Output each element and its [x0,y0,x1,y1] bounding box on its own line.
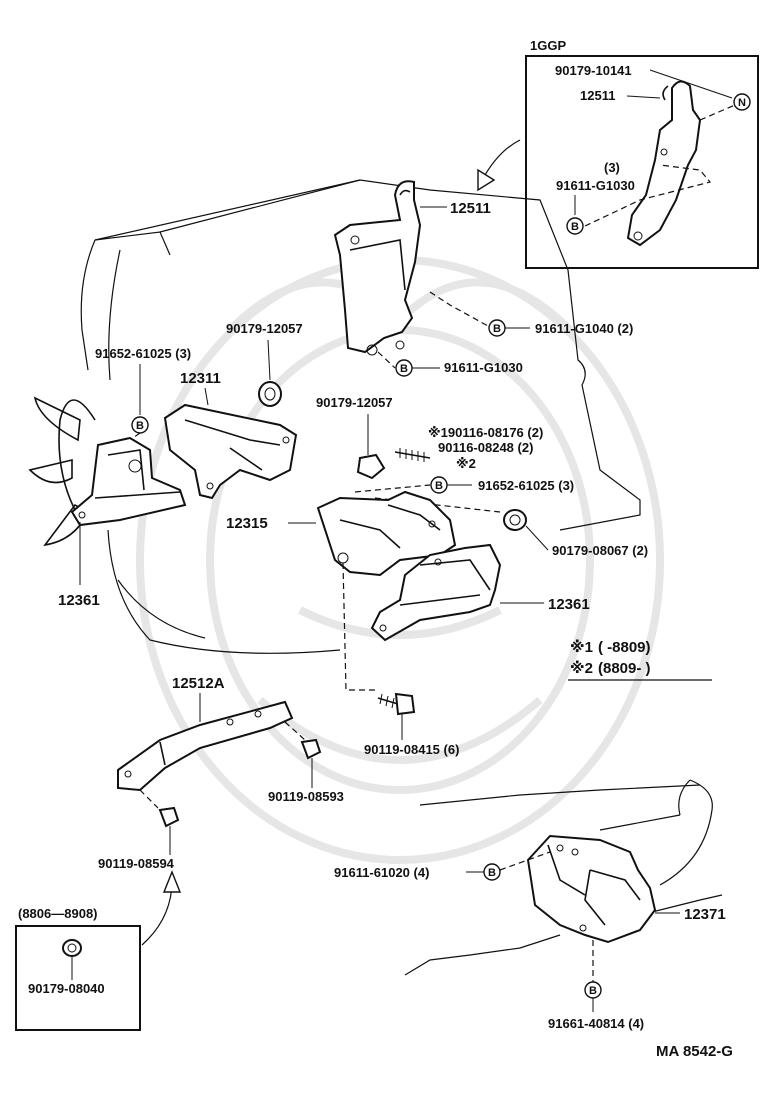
dash-to-bolt-08415 [342,562,378,691]
bolt-61025-left-group: 91652-61025 (3) B [95,346,191,453]
label-bracket-12315: 12315 [226,515,268,532]
label-bolt-08594: 90119-08594 [98,856,175,871]
date-range-frame [15,925,141,1031]
bolt-61020-group: 91611-61020 (4) B [334,851,551,881]
label-bolt-08593: 90119-08593 [268,789,344,804]
label-stud-08248: 90116-08248 (2) [438,440,533,455]
nut-12057-mid: 90179-12057 [316,395,393,480]
label-bolt-08415: 90119-08415 (6) [364,742,459,757]
label-bolt-40814: 91661-40814 (4) [548,1016,644,1031]
inset-bolt-qty: (3) [604,160,620,175]
inset-pointer-arrow [477,139,521,192]
label-insulator-left: 12361 [58,592,100,609]
svg-text:B: B [400,363,408,375]
bolt-08594: 90119-08594 [98,789,180,871]
marker-b-40814: B [584,981,602,999]
note-2-range: (8809- ) [598,660,651,677]
label-note-2: ※2 [456,456,476,471]
label-bolt-g1030: 91611-G1030 [444,360,523,375]
inset-bracket-label: 12511 [580,88,615,103]
svg-text:B: B [589,985,597,997]
label-bolt-61020: 91611-61020 (4) [334,865,429,880]
label-date-range: (8806—8908) [18,906,98,921]
nut-08067: 90179-08067 (2) [503,509,648,558]
engine-hanger-12511: 12511 B 91611-G1040 (2) B 91611-G1030 [333,180,633,377]
rear-mount-12371: 12371 [526,834,726,944]
bolt-61025-right-group: B 91652-61025 (3) [354,476,574,513]
bracket-12315: 12315 [226,490,457,577]
svg-text:B: B [488,867,496,879]
inset-title: 1GGP [530,38,566,53]
svg-text:B: B [435,480,443,492]
nut-12057-left: 90179-12057 [226,321,303,407]
inset-bolt-label: 90179-10141 [555,63,632,78]
notes-block: ※1 ( -8809) ※2 (8809- ) [568,638,712,681]
marker-b-61025-left: B [131,416,149,434]
marker-b-61025-right: B [430,476,448,494]
svg-text:N: N [738,97,746,109]
label-nut-08067: 90179-08067 (2) [552,543,648,558]
label-nut-12057-left: 90179-12057 [226,321,303,336]
bracket-12512a: 12512A [117,675,294,792]
marker-b-61020: B [483,863,501,881]
inset-marker-n: N [733,93,751,111]
inset-1ggp: 1GGP 90179-10141 12511 (3) 91611-G1030 N… [525,38,759,269]
marker-b-g1030: B [395,359,413,377]
label-bracket-12512a: 12512A [172,675,225,692]
note-1-mark: ※1 [570,638,593,656]
svg-text:B: B [493,323,501,335]
figure-code: MA 8542-G [656,1043,733,1060]
label-rear-mount: 12371 [684,906,726,923]
label-nut-12057-mid: 90179-12057 [316,395,393,410]
label-bracket-12311: 12311 [180,370,221,387]
date-range-box: (8806—8908) 90179-08040 [15,870,182,1031]
cooling-fan [28,396,96,547]
note-2-mark: ※2 [570,659,593,677]
label-bolt-61025-right: 91652-61025 (3) [478,478,574,493]
transmission-outline [404,779,723,976]
svg-text:B: B [571,221,579,233]
label-insulator-right: 12361 [548,596,590,613]
label-stud-08176: ※190116-08176 (2) [428,425,543,440]
label-nut-08040: 90179-08040 [28,981,105,996]
bolt-08593: 90119-08593 [268,721,344,804]
stud-bolts: ※190116-08176 (2) 90116-08248 (2) ※2 [394,425,543,471]
label-bolt-61025-left: 91652-61025 (3) [95,346,191,361]
inset-frame [525,55,759,269]
marker-b-g1040: B [488,319,506,337]
bolt-40814-group: B 91661-40814 (4) [548,940,644,1031]
inset-marker-b: B [566,217,584,235]
bracket-12311: 12311 [163,370,298,500]
bolt-08415: 90119-08415 (6) [364,692,459,757]
label-bolt-g1040: 91611-G1040 (2) [535,321,633,336]
label-hanger: 12511 [450,200,491,217]
insulator-12361-right: 12361 [370,543,590,642]
svg-text:B: B [136,420,144,432]
insulator-12361-left: 12361 [58,436,187,609]
note-1-range: ( -8809) [598,639,651,656]
inset-bolt-label-2: 91611-G1030 [556,178,635,193]
